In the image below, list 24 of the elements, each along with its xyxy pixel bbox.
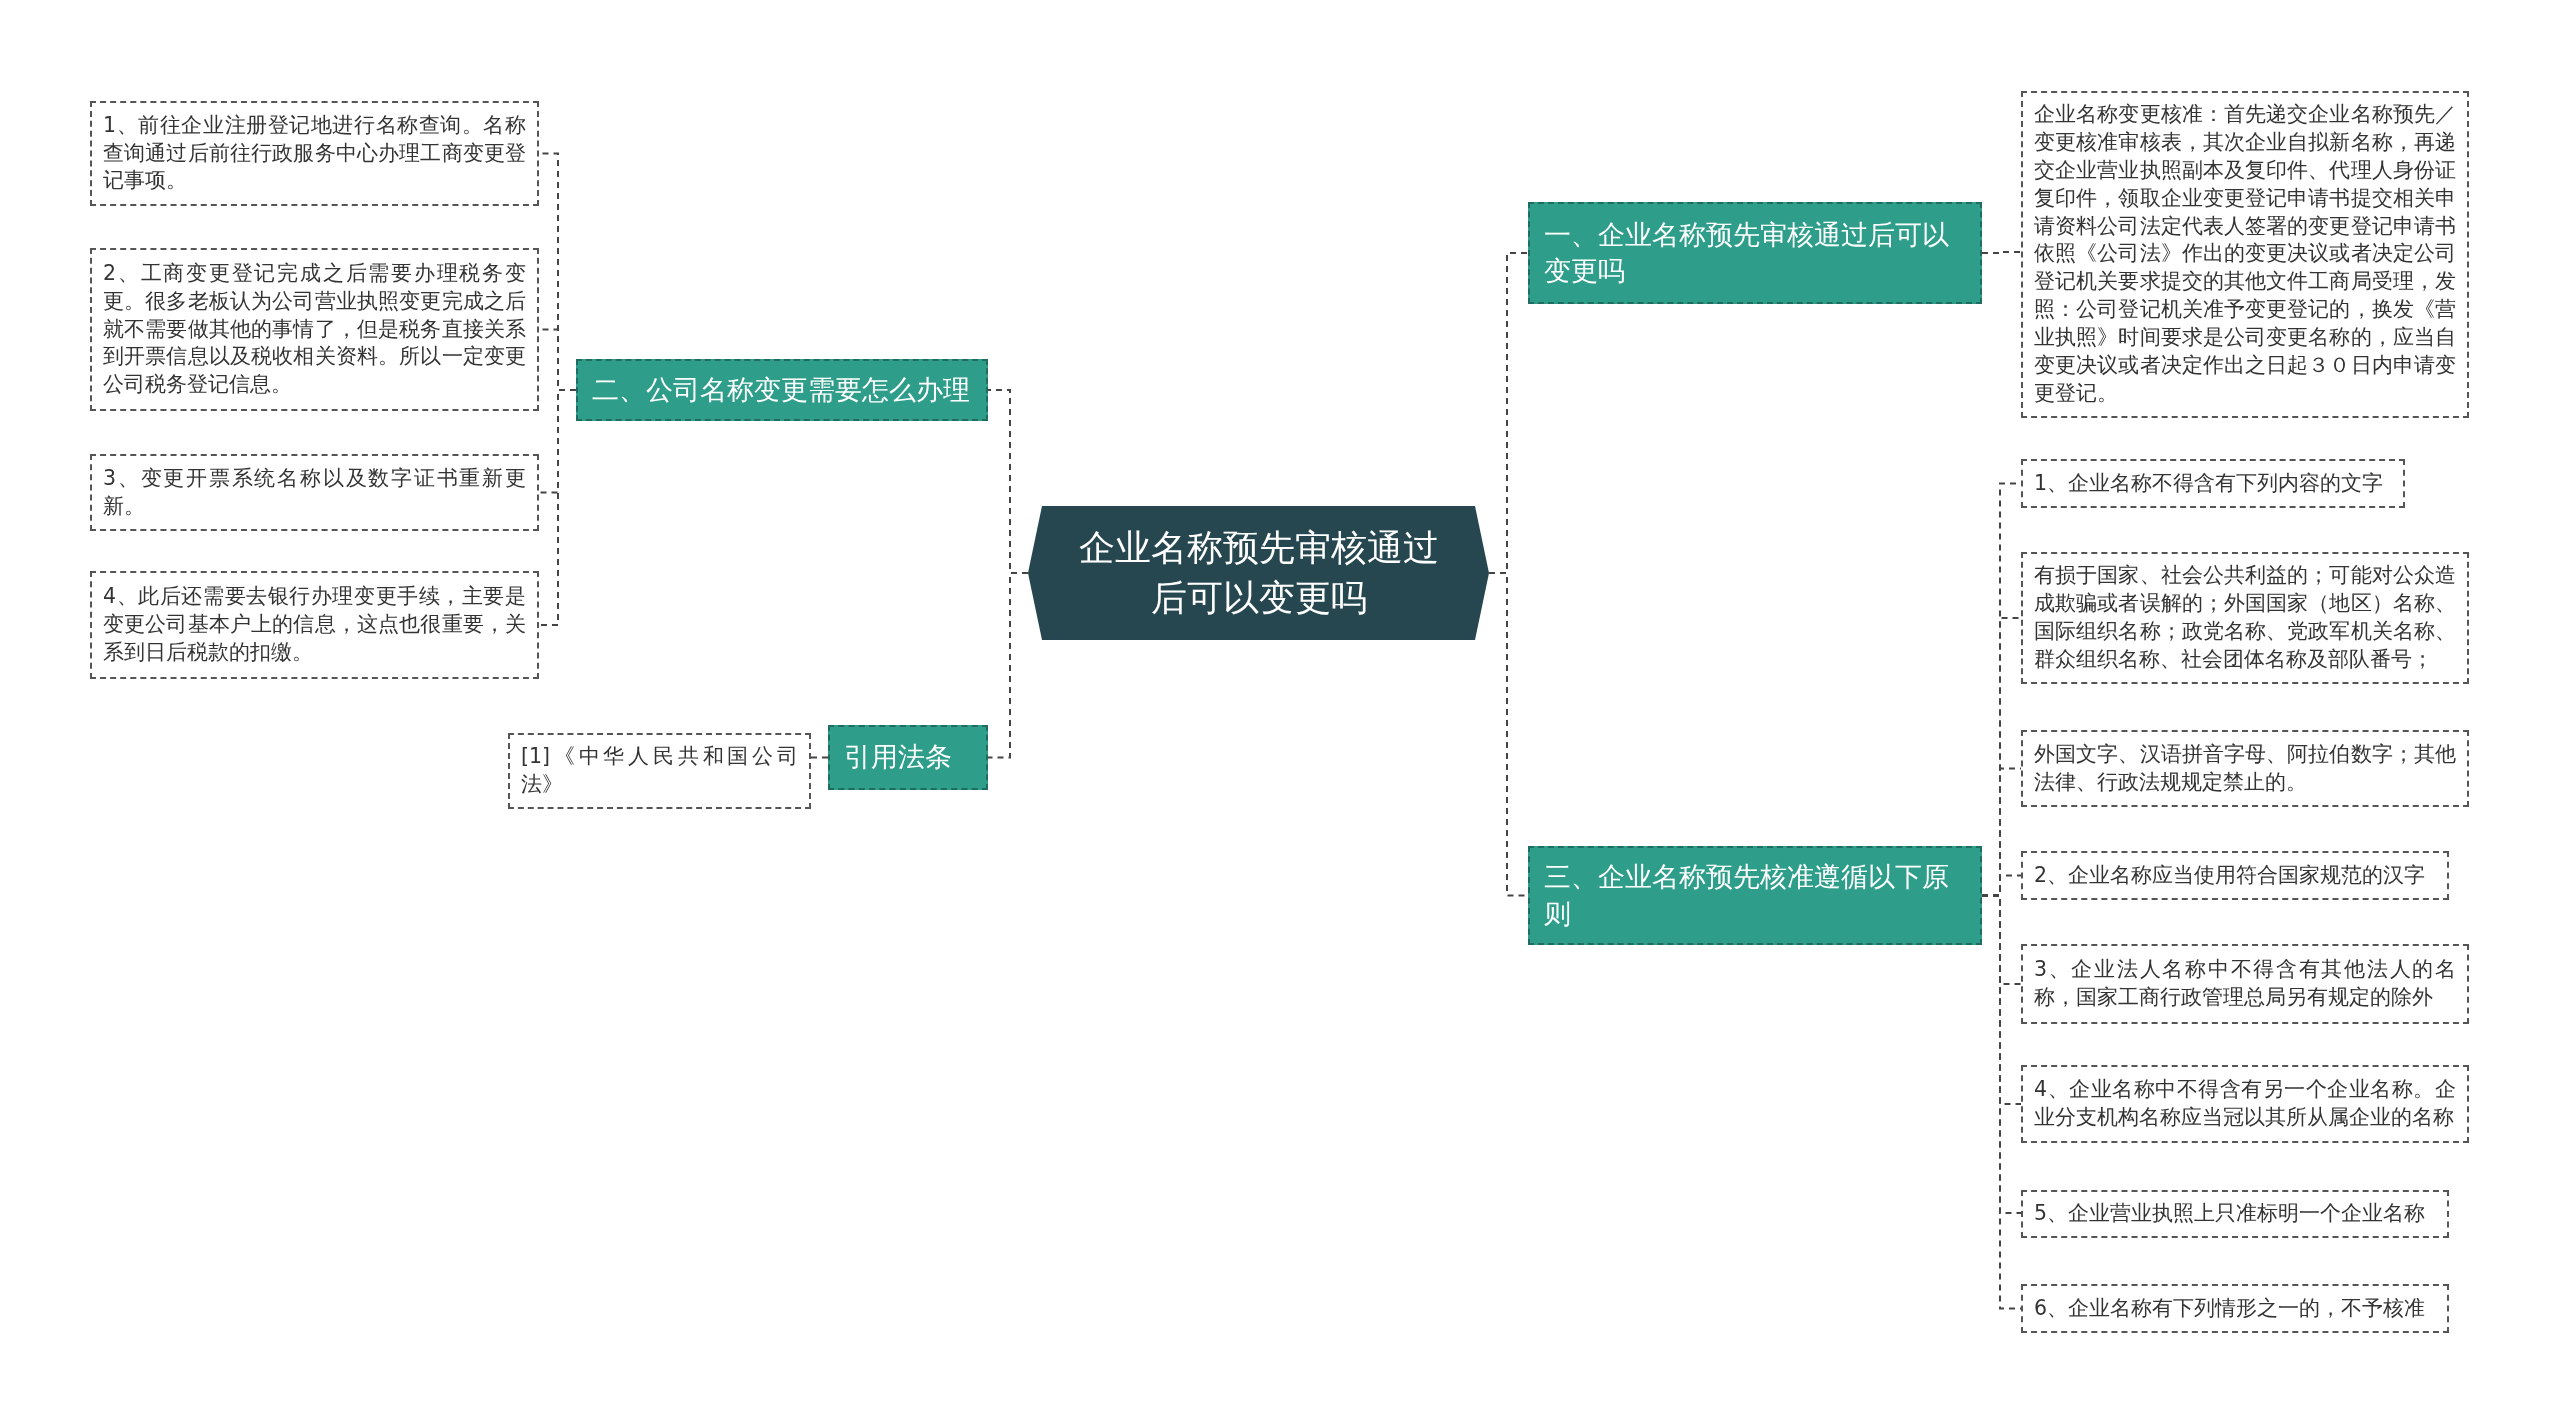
central-topic [1028, 506, 1489, 640]
connector-line [1981, 251, 2022, 254]
branch-topic: 一、企业名称预先审核通过后可以变更吗 [1528, 202, 1982, 304]
note-box: 5、企业营业执照上只准标明一个企业名称 [2021, 1190, 2449, 1238]
note-box: 2、工商变更登记完成之后需要办理税务变更。很多老板认为公司营业执照变更完成之后就不需要做其他的事情了，但是税务直接关系到开票信息以及税收相关资料。所以一定变更公司税务登记信息。 [90, 248, 539, 411]
note-box: 1、企业名称不得含有下列内容的文字 [2021, 459, 2405, 508]
branch-topic: 引用法条 [828, 725, 988, 790]
note-box: [1]《中华人民共和国公司法》 [508, 733, 811, 809]
connector-line [810, 756, 829, 759]
note-box: 3、变更开票系统名称以及数字证书重新更新。 [90, 454, 539, 531]
note-box: 3、企业法人名称中不得含有其他法人的名称，国家工商行政管理总局另有规定的除外 [2021, 944, 2469, 1024]
connector-line [987, 572, 1029, 759]
note-box: 4、企业名称中不得含有另一个企业名称。企业分支机构名称应当冠以其所从属企业的名称 [2021, 1065, 2469, 1143]
branch-topic: 三、企业名称预先核准遵循以下原则 [1528, 846, 1982, 945]
note-box: 6、企业名称有下列情形之一的，不予核准 [2021, 1284, 2449, 1333]
note-box: 4、此后还需要去银行办理变更手续，主要是变更公司基本户上的信息，这点也很重要，关系到日后税款的扣缴。 [90, 571, 539, 679]
connector-line [538, 389, 577, 626]
note-box: 2、企业名称应当使用符合国家规范的汉字 [2021, 851, 2449, 900]
note-box: 有损于国家、社会公共利益的；可能对公众造成欺骗或者误解的；外国国家（地区）名称、国际组织名称；政党名称、党政军机关名称、群众组织名称、社会团体名称及部队番号； [2021, 552, 2469, 684]
note-box: 1、前往企业注册登记地进行名称查询。名称查询通过后前往行政服务中心办理工商变更登记事项。 [90, 101, 539, 206]
note-box: 企业名称变更核准：首先递交企业名称预先／变更核准审核表，其次企业自拟新名称，再递交企业营业执照副本及复印件、代理人身份证复印件，领取企业变更登记申请书提交相关申请资料公司法定代表人签署的变更登记申请书依照《公司法》作出的变更决议或者决定公司登记机关要求提交的其他文件工商局受理，发照：公司登记机关准予变更登记的，换发《营业执照》时间要求是公司变更名称的，应当自变更决议或者决定作出之日起３０日内申请变更登记。 [2021, 91, 2469, 418]
topic-text: 企业名称预先审核通过后可以变更吗 [1077, 525, 1440, 620]
branch-topic: 二、公司名称变更需要怎么办理 [576, 359, 988, 421]
note-box: 外国文字、汉语拼音字母、阿拉伯数字；其他法律、行政法规规定禁止的。 [2021, 730, 2469, 807]
